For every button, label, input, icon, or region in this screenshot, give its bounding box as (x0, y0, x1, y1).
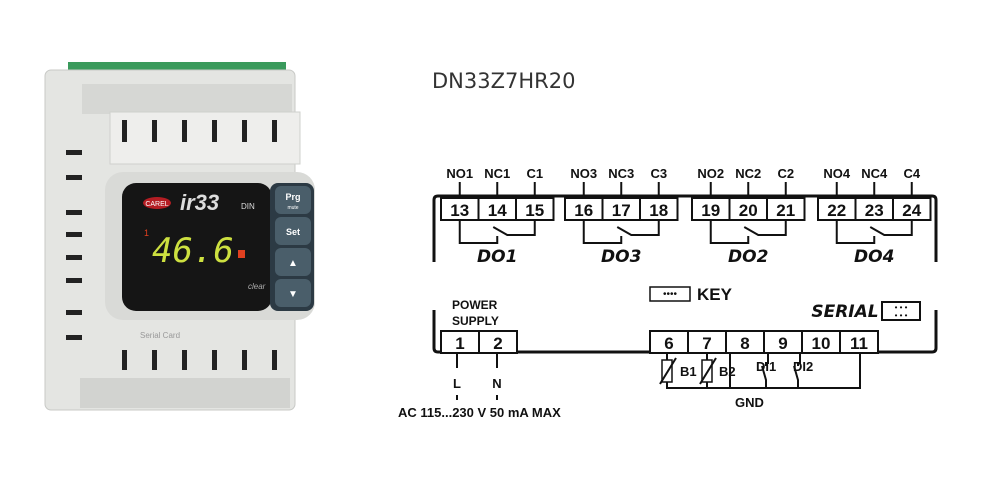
svg-text:• • •: • • • (895, 311, 908, 320)
relay-contact-icon (492, 220, 536, 236)
terminal-14: 14 (488, 201, 507, 220)
di1-label: DI1 (756, 359, 776, 374)
relay-contact-icon (869, 220, 913, 236)
inputs-block: B1 B2 DI1 DI2 GND 6 7 8 9 10 11 (649, 330, 879, 410)
terminal-label: C1 (526, 166, 543, 181)
top-frame (432, 194, 938, 262)
terminal-21: 21 (776, 201, 795, 220)
model-title: DN33Z7HR20 (432, 69, 575, 93)
terminal-13: 13 (450, 201, 469, 220)
temperature-display: 46.6 (152, 231, 234, 271)
svg-text:mute: mute (287, 205, 298, 211)
svg-text:▲: ▲ (288, 258, 298, 269)
terminal-label: C2 (777, 166, 794, 181)
terminal-20: 20 (739, 201, 758, 220)
terminal-label: NC2 (735, 166, 761, 181)
up-button[interactable]: ▲ (275, 248, 311, 276)
terminal-24: 24 (902, 201, 921, 220)
terminal-8: 8 (740, 334, 749, 353)
serial-card-label: Serial Card (140, 331, 180, 340)
indicator: 1 (144, 228, 149, 238)
svg-text:••••: •••• (663, 289, 678, 300)
brand-logo: CAREL (145, 201, 168, 208)
terminal-19: 19 (701, 201, 720, 220)
terminal-label: NC3 (608, 166, 634, 181)
terminal-label: NC1 (484, 166, 510, 181)
terminal-label: NO1 (446, 166, 473, 181)
wire-l: L (453, 376, 461, 391)
clear-label: clear (248, 282, 266, 291)
terminal-label: NO3 (570, 166, 597, 181)
di2-label: DI2 (793, 359, 813, 374)
terminal-1: 1 (455, 334, 464, 353)
terminal-11: 11 (850, 334, 868, 353)
down-button[interactable]: ▼ (275, 279, 311, 307)
terminal-2: 2 (493, 334, 502, 353)
terminal-6: 6 (664, 334, 673, 353)
terminal-label: C4 (903, 166, 920, 181)
terminal-label: NC4 (861, 166, 888, 181)
power-label: POWER (452, 298, 498, 312)
key-label: KEY (697, 285, 733, 304)
power-supply: POWER SUPPLY 1 2 L N AC 115...230 V 50 m… (398, 298, 561, 420)
model-suffix: DIN (241, 202, 255, 211)
power-spec: AC 115...230 V 50 mA MAX (398, 405, 561, 420)
supply-label: SUPPLY (452, 314, 499, 328)
relay-contact-icon (743, 220, 787, 236)
terminal-17: 17 (612, 201, 631, 220)
model-logo: ir33 (180, 190, 219, 215)
serial-label: SERIAL (811, 302, 878, 322)
relay-label: DO2 (728, 247, 768, 267)
di2-switch-icon (793, 353, 801, 388)
terminal-10: 10 (812, 334, 831, 353)
probe-b2-label: B2 (719, 364, 736, 379)
wire-n: N (492, 376, 501, 391)
svg-text:• • •: • • • (895, 303, 908, 312)
relay-label: DO3 (601, 247, 641, 267)
alarm-icon (238, 250, 245, 258)
svg-text:Set: Set (286, 227, 300, 237)
gnd-label: GND (735, 395, 764, 410)
svg-text:Prg: Prg (285, 192, 300, 202)
set-button[interactable]: Set (275, 217, 311, 245)
terminal-18: 18 (649, 201, 668, 220)
terminal-23: 23 (865, 201, 884, 220)
svg-text:▼: ▼ (288, 289, 298, 300)
terminal-9: 9 (778, 334, 787, 353)
terminal-16: 16 (574, 201, 593, 220)
terminal-label: NO2 (697, 166, 724, 181)
relay-label: DO4 (854, 247, 894, 267)
probe-b1-label: B1 (680, 364, 697, 379)
serial-connector: SERIAL • • • • • • (811, 301, 921, 322)
prg-button[interactable]: Prg mute (275, 186, 311, 214)
terminal-15: 15 (525, 201, 544, 220)
terminal-7: 7 (702, 334, 711, 353)
terminal-22: 22 (827, 201, 846, 220)
terminal-label: NO4 (823, 166, 851, 181)
di1-switch-icon (761, 353, 769, 388)
relay-label: DO1 (477, 247, 517, 267)
relay-contact-icon (616, 220, 660, 236)
terminal-label: C3 (650, 166, 667, 181)
key-connector: •••• KEY (649, 285, 733, 304)
